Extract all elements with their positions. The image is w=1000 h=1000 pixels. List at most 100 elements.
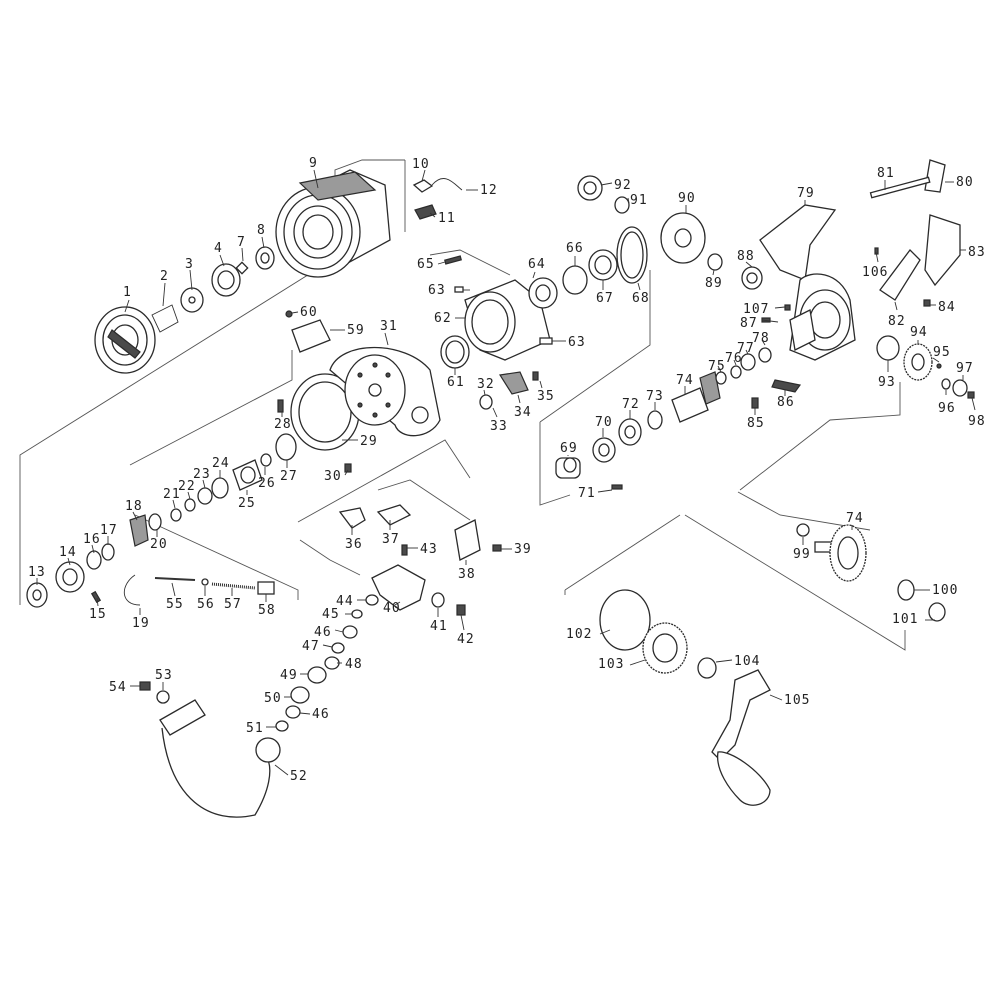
callout-85: 85 <box>747 416 765 431</box>
part-24 <box>211 477 229 499</box>
callout-77: 77 <box>737 341 755 356</box>
part-62 <box>464 279 551 361</box>
part-41 <box>431 592 445 608</box>
callout-68: 68 <box>632 291 650 306</box>
part-99 <box>796 523 810 537</box>
callout-64: 64 <box>528 257 546 272</box>
callout-37: 37 <box>382 532 400 547</box>
callout-46a: 46 <box>314 625 332 640</box>
part-45 <box>351 609 363 619</box>
pinion-gear-part-74 <box>671 371 721 423</box>
callout-32: 32 <box>477 377 495 392</box>
part-20 <box>148 513 162 531</box>
callout-102: 102 <box>566 627 592 642</box>
callout-75: 75 <box>708 359 726 374</box>
callout-74a: 74 <box>676 373 694 388</box>
spring-part-12 <box>431 178 463 191</box>
pin-part-63b <box>539 337 553 345</box>
callout-91: 91 <box>630 193 648 208</box>
screw-part-28 <box>277 399 284 413</box>
part-80 <box>924 159 946 193</box>
part-56 <box>201 578 209 586</box>
callout-4: 4 <box>214 241 223 256</box>
part-97 <box>952 379 968 397</box>
callout-8: 8 <box>257 223 266 238</box>
screw-part-98 <box>967 391 975 399</box>
oring-part-102 <box>599 589 651 651</box>
callout-78: 78 <box>752 331 770 346</box>
callout-67: 67 <box>596 291 614 306</box>
callout-99: 99 <box>793 547 811 562</box>
callout-23: 23 <box>193 467 211 482</box>
part-91 <box>614 196 630 214</box>
callout-53: 53 <box>155 668 173 683</box>
callout-80: 80 <box>956 175 974 190</box>
part-89 <box>707 253 723 271</box>
part-37 <box>376 504 412 526</box>
part-86 <box>771 379 802 393</box>
callout-48: 48 <box>345 657 363 672</box>
spool-cap-part <box>94 306 156 374</box>
spool-part <box>275 169 391 278</box>
rod-part-81 <box>869 176 931 199</box>
reel-body-part-79 <box>759 204 856 361</box>
callout-55: 55 <box>166 597 184 612</box>
bail-arm-part-40 <box>371 564 426 611</box>
callout-49: 49 <box>280 668 298 683</box>
bearing-part-100 <box>897 579 915 601</box>
screw-part-84 <box>923 299 931 307</box>
part-11 <box>414 204 437 220</box>
part-29 <box>290 373 360 451</box>
callout-94: 94 <box>910 325 928 340</box>
callout-10: 10 <box>412 157 430 172</box>
callout-56: 56 <box>197 597 215 612</box>
callout-30: 30 <box>324 469 342 484</box>
part-66 <box>562 265 588 295</box>
part-18 <box>129 514 149 547</box>
part-22 <box>184 498 196 512</box>
group-lines <box>19 159 906 651</box>
callout-87: 87 <box>740 316 758 331</box>
spring-part-57 <box>211 582 256 590</box>
callout-106: 106 <box>862 265 888 280</box>
callout-44: 44 <box>336 594 354 609</box>
callout-26: 26 <box>258 476 276 491</box>
callout-57: 57 <box>224 597 242 612</box>
callout-58: 58 <box>258 603 276 618</box>
part-17 <box>101 543 115 561</box>
callout-1: 1 <box>123 285 132 300</box>
part-34 <box>499 371 529 395</box>
callout-16: 16 <box>83 532 101 547</box>
part-96 <box>941 378 951 390</box>
screw-part-85 <box>751 397 759 409</box>
part-26 <box>260 453 272 467</box>
callout-40: 40 <box>383 601 401 616</box>
callout-52: 52 <box>290 769 308 784</box>
part-73 <box>647 410 663 430</box>
callout-65: 65 <box>417 257 435 272</box>
part-49 <box>307 666 327 684</box>
callout-38: 38 <box>458 567 476 582</box>
spring-part-19 <box>123 574 141 606</box>
screw-part-15 <box>90 590 102 604</box>
pin-part-7 <box>235 261 249 275</box>
callout-51: 51 <box>246 721 264 736</box>
callout-104: 104 <box>734 654 760 669</box>
callout-59: 59 <box>347 323 365 338</box>
callout-103: 103 <box>598 657 624 672</box>
callout-105: 105 <box>784 693 810 708</box>
screw-part-65 <box>444 255 462 265</box>
part-16 <box>86 550 102 570</box>
callout-19: 19 <box>132 616 150 631</box>
part-48 <box>324 656 340 670</box>
callout-46b: 46 <box>312 707 330 722</box>
callout-71: 71 <box>578 486 596 501</box>
part-58 <box>257 581 275 595</box>
callout-29: 29 <box>360 434 378 449</box>
screw-part-42 <box>456 604 466 616</box>
callout-62: 62 <box>434 311 452 326</box>
part-46b <box>285 705 301 719</box>
callout-86: 86 <box>777 395 795 410</box>
callout-82: 82 <box>888 314 906 329</box>
callout-18: 18 <box>125 499 143 514</box>
